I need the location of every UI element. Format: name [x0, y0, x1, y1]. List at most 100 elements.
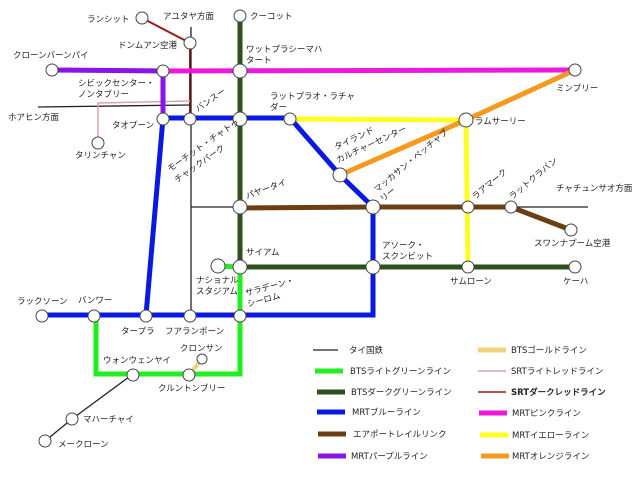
station-wat-phra-sri[interactable]	[232, 63, 248, 79]
station-lat-phrao[interactable]	[283, 112, 297, 126]
label-lam-sali: ラムサーリー	[475, 117, 526, 127]
label-hua-lamphong: フアランポーン	[165, 327, 224, 337]
label-samrong: サムローン	[450, 277, 492, 287]
station-mae-klong[interactable]	[38, 434, 52, 448]
legend-item-srt-dark-red: SRTダークレッドライン	[478, 387, 606, 398]
legend-item-thai-rail: タイ国鉄	[313, 345, 384, 356]
station-tha-phra[interactable]	[139, 309, 153, 323]
station-wongwian-yai[interactable]	[126, 368, 140, 382]
station-phaya-thai[interactable]	[232, 199, 248, 215]
legend-item-airport-rail-link: エアポートレイルリンク	[318, 430, 447, 440]
label-lat-phrao-1: ラットプラオ・ラチャ	[270, 92, 355, 102]
legend-label: MRTイエローライン	[512, 431, 589, 441]
legend-item-bts-dark-green: BTSダークグリーンライン	[317, 387, 452, 398]
line-pink	[162, 67, 576, 74]
label-mae-klong: メークローン	[58, 440, 109, 450]
station-suvarnabhumi[interactable]	[564, 223, 578, 237]
station-cultural-center[interactable]	[332, 167, 348, 183]
label-lat-phrao-2: ダー	[270, 102, 287, 113]
stations	[35, 9, 582, 448]
label-krung-thon-buri: クルントンブリー	[158, 383, 225, 394]
label-ramkhamhaeng: ラアマーク	[471, 167, 510, 202]
label-kheha: ケーハ	[563, 277, 588, 287]
line-srt-light-red	[97, 100, 191, 143]
legend-label: SRTダークレッドライン	[511, 387, 606, 398]
station-khu-khot[interactable]	[233, 9, 247, 23]
label-asok-2: スクンビット	[382, 252, 433, 262]
station-khlong-bang-phai[interactable]	[45, 63, 59, 77]
legend-label: BTSライトグリーンライン	[350, 366, 451, 377]
label-national-stadium-2: スタジアム	[196, 287, 238, 297]
label-khu-khot: クーコット	[250, 12, 293, 22]
label-min-buri: ミンブリー	[556, 83, 598, 94]
station-lat-krabang[interactable]	[504, 200, 518, 214]
line-blue	[42, 115, 376, 318]
legend-item-mrt-pink: MRTピンクライン	[479, 409, 581, 419]
label-maha-chai: マハーチャイ	[83, 415, 134, 425]
label-tao-poon: タオプーン	[112, 121, 154, 131]
station-chatuchak[interactable]	[232, 111, 248, 127]
station-siam[interactable]	[232, 259, 248, 275]
line-airport-rail-link	[239, 204, 572, 233]
label-suvarnabhumi: スワンナプーム空港	[534, 238, 611, 249]
station-min-buri[interactable]	[568, 63, 582, 77]
station-maha-chai[interactable]	[65, 412, 79, 426]
legend-label: BTSゴールドライン	[511, 345, 587, 356]
station-rangsit[interactable]	[135, 11, 149, 25]
label-don-mueang: ドンムアン空港	[118, 40, 177, 51]
label-khlong-san: クロンサン	[180, 344, 223, 354]
label-tha-phra: タープラ	[121, 327, 155, 337]
label-chachoengsao-dir: チャチュンサオ方面	[556, 183, 633, 194]
station-labels: ランシット アユタヤ方面 ドンムアン空港 クーコット ワットプラシーマハ タート…	[8, 11, 633, 450]
station-sala-daeng[interactable]	[233, 309, 247, 323]
station-krung-thon-buri[interactable]	[182, 368, 196, 382]
label-khlong-bang-phai: クローンバーンパイ	[13, 51, 89, 61]
station-asok[interactable]	[365, 259, 381, 275]
label-hua-hin-dir: ホアヒン方面	[8, 112, 60, 123]
legend-label: MRTオレンジライン	[512, 452, 589, 462]
label-lak-song: ラックソーン	[17, 297, 68, 307]
station-kheha[interactable]	[568, 260, 582, 274]
station-civic-center[interactable]	[156, 64, 170, 78]
label-phaya-thai: パヤータイ	[245, 178, 288, 202]
legend-label: MRTブルーライン	[352, 407, 421, 418]
station-don-mueang[interactable]	[183, 36, 197, 50]
station-lak-song[interactable]	[35, 309, 49, 323]
label-bang-sue: バンスー	[194, 87, 228, 115]
legend-label: タイ国鉄	[349, 345, 384, 356]
legend-item-srt-light-red: SRTライトレッドライン	[478, 367, 603, 377]
station-khlong-san[interactable]	[196, 353, 208, 365]
legend-label: MRTパープルライン	[351, 452, 428, 462]
label-national-stadium-1: ナショナル	[196, 276, 239, 286]
legend-label: BTSダークグリーンライン	[351, 387, 452, 398]
label-lat-krabang: ラットクラバン	[508, 156, 560, 202]
station-taling-chan[interactable]	[91, 136, 105, 150]
station-ramkhamhaeng[interactable]	[461, 200, 475, 214]
label-bang-wa: バンワー	[78, 296, 112, 306]
station-tao-poon[interactable]	[156, 112, 170, 126]
legend-item-mrt-blue: MRTブルーライン	[317, 407, 421, 418]
station-lam-sali[interactable]	[458, 112, 474, 128]
label-taling-chan: タリンチャン	[75, 151, 126, 161]
station-makkasan[interactable]	[365, 199, 381, 215]
station-bang-wa[interactable]	[87, 309, 101, 323]
label-civic-1: シビックセンター・	[78, 79, 155, 89]
legend-item-mrt-purple: MRTパープルライン	[318, 452, 428, 462]
label-siam: サイアム	[246, 248, 279, 258]
legend: タイ国鉄 BTSライトグリーンライン BTSダークグリーンライン MRTブルーラ…	[313, 345, 606, 462]
legend-label: SRTライトレッドライン	[511, 367, 603, 377]
label-wongwian-yai: ウォンウェンヤイ	[103, 356, 171, 366]
station-bang-sue[interactable]	[183, 112, 197, 126]
legend-item-mrt-yellow: MRTイエローライン	[480, 431, 589, 441]
label-rangsit: ランシット	[87, 15, 130, 25]
legend-label: MRTピンクライン	[512, 409, 581, 419]
station-national-stadium[interactable]	[210, 258, 226, 274]
station-hua-lamphong[interactable]	[183, 309, 197, 323]
legend-item-bts-gold: BTSゴールドライン	[478, 345, 587, 356]
legend-item-bts-light-green: BTSライトグリーンライン	[315, 366, 451, 377]
label-wat-phra-sri-1: ワットプラシーマハ	[246, 45, 322, 55]
station-samrong[interactable]	[461, 260, 475, 274]
label-ayutthaya-dir: アユタヤ方面	[163, 11, 215, 22]
label-asok-1: アソーク・	[382, 241, 424, 251]
